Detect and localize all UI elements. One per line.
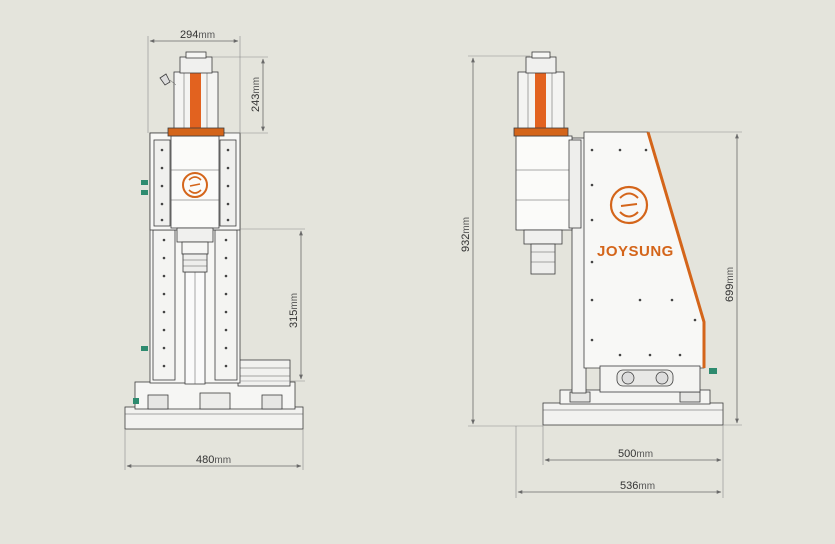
side-spindle-housing [515, 135, 573, 231]
front-base-plate [124, 406, 304, 430]
side-spindle-nose [523, 229, 563, 245]
dim-base-width: 480mm [196, 454, 231, 466]
front-motor-stripe [190, 72, 201, 134]
brand-name: JOYSUNG [597, 243, 674, 260]
side-fitting [709, 368, 717, 374]
front-view [124, 51, 304, 430]
dim-side-base: 500mm [618, 448, 653, 460]
front-dimensions: 294mm 243mm 315mm 480mm [124, 29, 305, 470]
side-base-plate [542, 402, 724, 426]
dim-total-height: 932mm [460, 217, 472, 252]
front-spindle-housing [170, 135, 220, 229]
side-dimensions: 932mm 699mm 500mm 536mm [460, 55, 742, 498]
dim-side-total: 536mm [620, 480, 655, 492]
front-logo-icon [182, 172, 208, 198]
side-logo-icon [609, 185, 649, 225]
dim-stroke: 315mm [288, 293, 300, 328]
front-chuck [182, 253, 208, 273]
dim-motor-height: 243mm [250, 77, 262, 112]
dim-front-width: 294mm [180, 29, 215, 41]
front-motor-cap [179, 56, 213, 74]
front-spindle-nose [176, 227, 214, 243]
side-view: JOYSUNG [513, 51, 724, 426]
dim-column-height: 699mm [724, 267, 736, 302]
side-motor-cap [525, 56, 557, 74]
front-fitting [141, 180, 148, 185]
side-chuck [530, 243, 556, 275]
side-motor-stripe [535, 72, 546, 134]
front-side-rail [237, 359, 291, 387]
